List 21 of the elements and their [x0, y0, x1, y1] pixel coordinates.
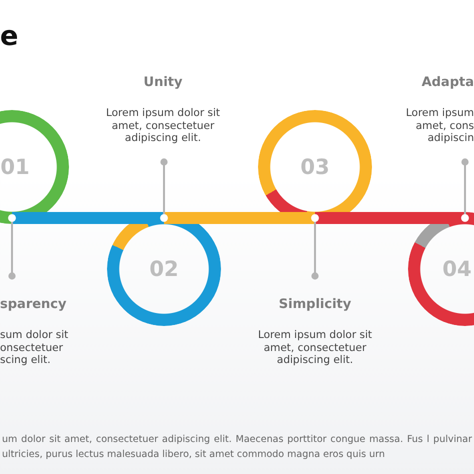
timeline-track: [315, 212, 465, 224]
step-number: 02: [149, 257, 179, 281]
step-description: sum dolor sit onsectetuer scing elit.: [0, 329, 70, 367]
leader-line: [160, 158, 168, 222]
step-title: Unity: [142, 74, 184, 92]
step-title: Simplicity: [278, 296, 352, 314]
step-description: Lorem ipsum dolor sit amet, consectetuer adipiscing elit.: [104, 107, 222, 145]
step-title: Adapta: [420, 74, 474, 92]
timeline-track: [12, 212, 164, 224]
leader-line: [461, 158, 469, 222]
body-paragraph: um dolor sit amet, consectetuer adipiscing elit. Maecenas porttitor congue massa. Fus l pulvinar ultricies, purus lectus malesuada libero, sit amet commodo magna eros quis urn: [2, 433, 472, 462]
leader-line: [311, 214, 319, 280]
step-number: 01: [0, 155, 30, 179]
timeline-track: [164, 212, 315, 224]
leader-line: [8, 214, 16, 280]
step-number: 03: [300, 155, 330, 179]
step-number: 04: [442, 257, 472, 281]
step-description: Lorem ipsum dolor sit amet, consectetuer adipiscing elit.: [256, 329, 374, 367]
slide-title: e: [0, 20, 18, 54]
step-title: sparency: [0, 296, 68, 314]
step-description: Lorem ipsum amet, cons adipiscin: [404, 107, 474, 145]
